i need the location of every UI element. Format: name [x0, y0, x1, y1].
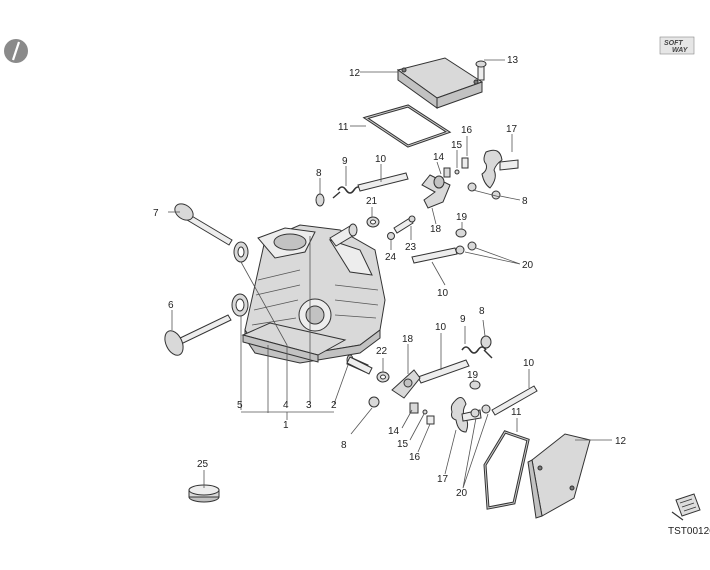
- svg-text:WAY: WAY: [672, 47, 689, 54]
- label-13: 13: [507, 55, 519, 66]
- label-11-top: 11: [338, 122, 349, 133]
- rocker-shaft-lower: [417, 359, 470, 384]
- leader-lines: [168, 59, 612, 489]
- washer-20-lower-b: [481, 404, 491, 414]
- rocker-shaft-middle: [411, 241, 477, 264]
- label-8-upper-right: 8: [522, 196, 528, 207]
- label-5: 5: [237, 400, 243, 411]
- valve-exhaust: [174, 203, 233, 246]
- part-labels: 12 13 11 8 9 10 14 15 16 17 8 21 23 24 1…: [153, 55, 627, 499]
- tappet-assembly-upper: [443, 157, 469, 178]
- label-16-upper: 16: [461, 125, 473, 136]
- valve-cover-top: [396, 57, 484, 109]
- label-11-lower: 11: [511, 407, 522, 418]
- label-25: 25: [197, 459, 209, 470]
- adjuster-nut-upper: [366, 216, 380, 228]
- valve-guide-upper: [329, 223, 358, 247]
- label-4: 4: [283, 400, 289, 411]
- label-9-lower: 9: [460, 314, 466, 325]
- label-15-lower: 15: [397, 439, 409, 450]
- label-8-lower-right: 8: [479, 306, 485, 317]
- section-badge-icon: [4, 39, 28, 63]
- label-21: 21: [366, 196, 378, 207]
- label-23: 23: [405, 242, 417, 253]
- label-17-upper: 17: [506, 124, 518, 135]
- label-3: 3: [306, 400, 312, 411]
- rocker-shaft-lower-right: [491, 385, 538, 416]
- adjuster-nut-lower: [346, 356, 390, 383]
- head-plate: [241, 322, 347, 363]
- label-16-lower: 16: [409, 452, 421, 463]
- label-1: 1: [283, 420, 289, 431]
- cover-gasket-lower: [483, 430, 530, 510]
- washer-lower-left: [368, 396, 380, 408]
- rocker-spring-upper: [315, 186, 363, 207]
- label-14-upper: 14: [433, 152, 445, 163]
- label-19-upper: 19: [456, 212, 468, 223]
- rocker-shaft-upper: [357, 172, 409, 192]
- label-10-middle: 10: [437, 288, 449, 299]
- label-18-lower: 18: [402, 334, 414, 345]
- label-18-upper: 18: [430, 224, 442, 235]
- label-20-upper: 20: [522, 260, 534, 271]
- label-10-upper: 10: [375, 154, 387, 165]
- valve-seat-ring: [231, 293, 249, 317]
- label-15-upper: 15: [451, 140, 463, 151]
- label-24: 24: [385, 252, 397, 263]
- label-14-lower: 14: [388, 426, 400, 437]
- page-corner-icon: [671, 493, 701, 521]
- softway-logo: SOFT WAY: [659, 36, 695, 55]
- label-17-lower: 17: [437, 474, 449, 485]
- cylinder-head: [244, 224, 386, 364]
- washer-20-lower-a: [470, 408, 480, 418]
- tappet-assembly-lower: [409, 402, 435, 425]
- label-6: 6: [168, 300, 174, 311]
- label-10-lower-right: 10: [523, 358, 535, 369]
- cover-bolt: [475, 60, 487, 81]
- label-20-lower: 20: [456, 488, 468, 499]
- rocker-spring-lower: [461, 335, 493, 359]
- rocker-arm-upper: [421, 174, 451, 209]
- washer-upper-right: [467, 182, 477, 192]
- label-9-upper: 9: [342, 156, 348, 167]
- label-7: 7: [153, 208, 159, 219]
- bush-19-lower: [469, 380, 481, 390]
- rocker-arm-lower: [391, 369, 421, 399]
- valve-intake: [164, 314, 232, 356]
- drawing-code: TST00126: [668, 526, 710, 537]
- bush-19-upper: [455, 228, 467, 238]
- label-12-lower: 12: [615, 436, 627, 447]
- rocker-arm-17-upper: [481, 149, 519, 189]
- valve-cover-lower: [527, 433, 591, 519]
- adjuster-screw: [393, 215, 416, 234]
- valve-seal: [233, 241, 249, 263]
- label-10-lower: 10: [435, 322, 447, 333]
- label-19-lower: 19: [467, 370, 479, 381]
- label-8-upper-left: 8: [316, 168, 322, 179]
- label-2: 2: [331, 400, 337, 411]
- label-12-top: 12: [349, 68, 361, 79]
- svg-text:SOFT: SOFT: [664, 40, 683, 47]
- label-22: 22: [376, 346, 388, 357]
- washer-24: [387, 232, 395, 240]
- label-8-lower-left: 8: [341, 440, 347, 451]
- cover-gasket-top: [362, 104, 452, 148]
